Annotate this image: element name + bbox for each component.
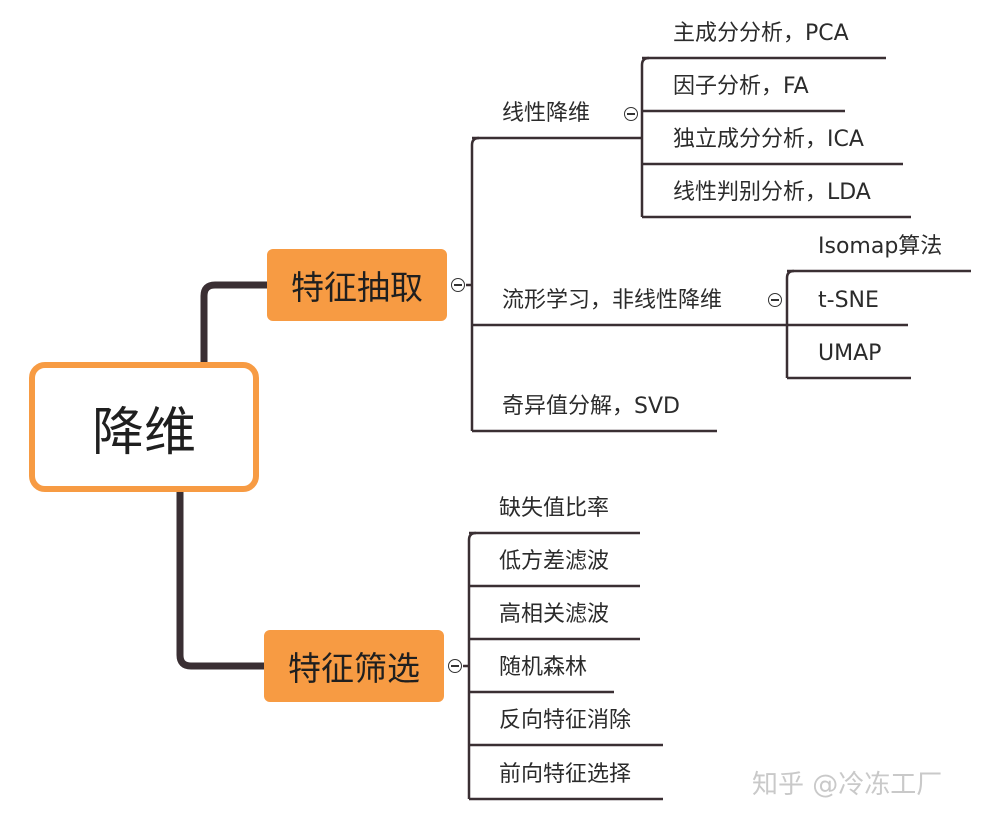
branch-label: 特征筛选 bbox=[288, 649, 420, 688]
leaf-forward-feature-selection[interactable]: 前向特征选择 bbox=[499, 762, 632, 787]
node-linear-reduction[interactable]: 线性降维 bbox=[502, 101, 591, 126]
root-node[interactable]: 降维 bbox=[29, 362, 259, 492]
leaf-isomap[interactable]: Isomap算法 bbox=[818, 234, 943, 259]
leaf-umap[interactable]: UMAP bbox=[818, 341, 882, 366]
leaf-low-variance-filter[interactable]: 低方差滤波 bbox=[499, 549, 610, 574]
collapse-icon[interactable] bbox=[451, 278, 465, 292]
linear-bracket bbox=[640, 56, 650, 217]
leaf-tsne[interactable]: t-SNE bbox=[818, 288, 879, 313]
leaf-fa[interactable]: 因子分析，FA bbox=[673, 74, 809, 99]
leaf-lda[interactable]: 线性判别分析，LDA bbox=[673, 180, 871, 205]
collapse-icon[interactable] bbox=[624, 107, 638, 121]
collapse-icon[interactable] bbox=[768, 293, 782, 307]
leaf-backward-feature-elimination[interactable]: 反向特征消除 bbox=[499, 708, 632, 733]
branch-label: 特征抽取 bbox=[291, 268, 423, 307]
leaf-missing-value-ratio[interactable]: 缺失值比率 bbox=[499, 496, 610, 521]
leaf-random-forest[interactable]: 随机森林 bbox=[499, 655, 588, 680]
branch-feature-extraction[interactable]: 特征抽取 bbox=[267, 249, 447, 321]
trunk-to-selection bbox=[176, 488, 270, 670]
watermark: 知乎 @冷冻工厂 bbox=[752, 770, 943, 800]
collapse-icon[interactable] bbox=[448, 659, 462, 673]
root-label: 降维 bbox=[91, 402, 196, 463]
node-svd[interactable]: 奇异值分解，SVD bbox=[502, 394, 680, 419]
branch-feature-selection[interactable]: 特征筛选 bbox=[264, 630, 444, 702]
leaf-ica[interactable]: 独立成分分析，ICA bbox=[673, 127, 864, 152]
selection-bracket bbox=[467, 531, 477, 799]
leaf-pca[interactable]: 主成分分析，PCA bbox=[673, 21, 849, 46]
leaf-high-correlation-filter[interactable]: 高相关滤波 bbox=[499, 602, 610, 627]
node-manifold-learning[interactable]: 流形学习，非线性降维 bbox=[502, 288, 723, 313]
trunk-to-extraction bbox=[200, 281, 272, 366]
extraction-bracket bbox=[470, 136, 480, 431]
